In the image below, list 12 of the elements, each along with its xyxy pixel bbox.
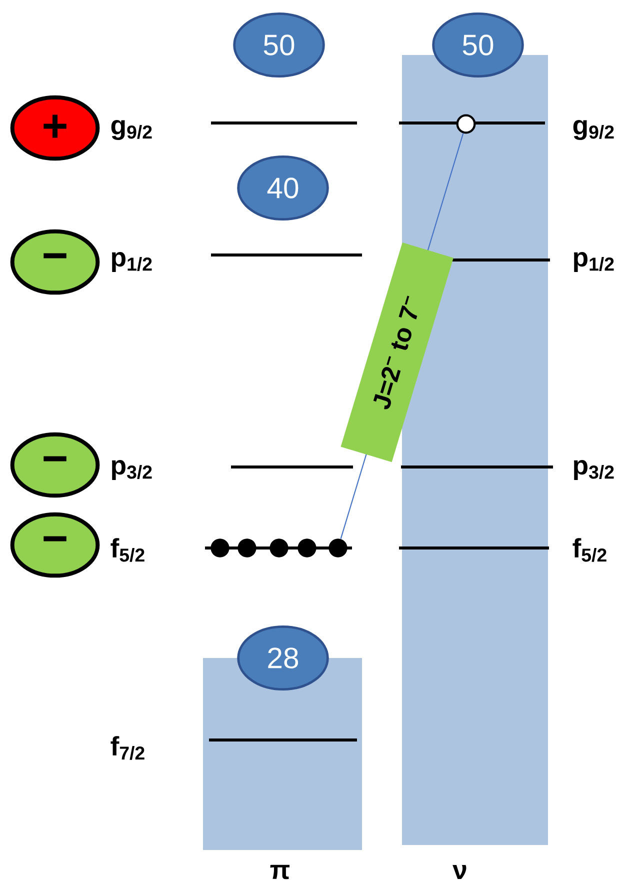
level-label: f$_{7/2}$ [110, 736, 144, 760]
nucleon-dot [328, 538, 348, 558]
edge-label: J=2$^{−}$ to 7$^{−}$ [373, 296, 418, 410]
level-label: g$_{9/2}$ [573, 120, 614, 140]
level-label: p$_{3/2}$ [574, 460, 614, 480]
level-label: p$_{1/2}$ [574, 252, 614, 272]
level-label: f$_{5/2}$ [572, 538, 606, 562]
axis-label: π [270, 864, 290, 880]
axis-label: ν [452, 864, 466, 880]
hole-circle [456, 114, 476, 134]
level-label: f$_{5/2}$ [110, 538, 144, 562]
level-label: p$_{3/2}$ [112, 460, 152, 480]
